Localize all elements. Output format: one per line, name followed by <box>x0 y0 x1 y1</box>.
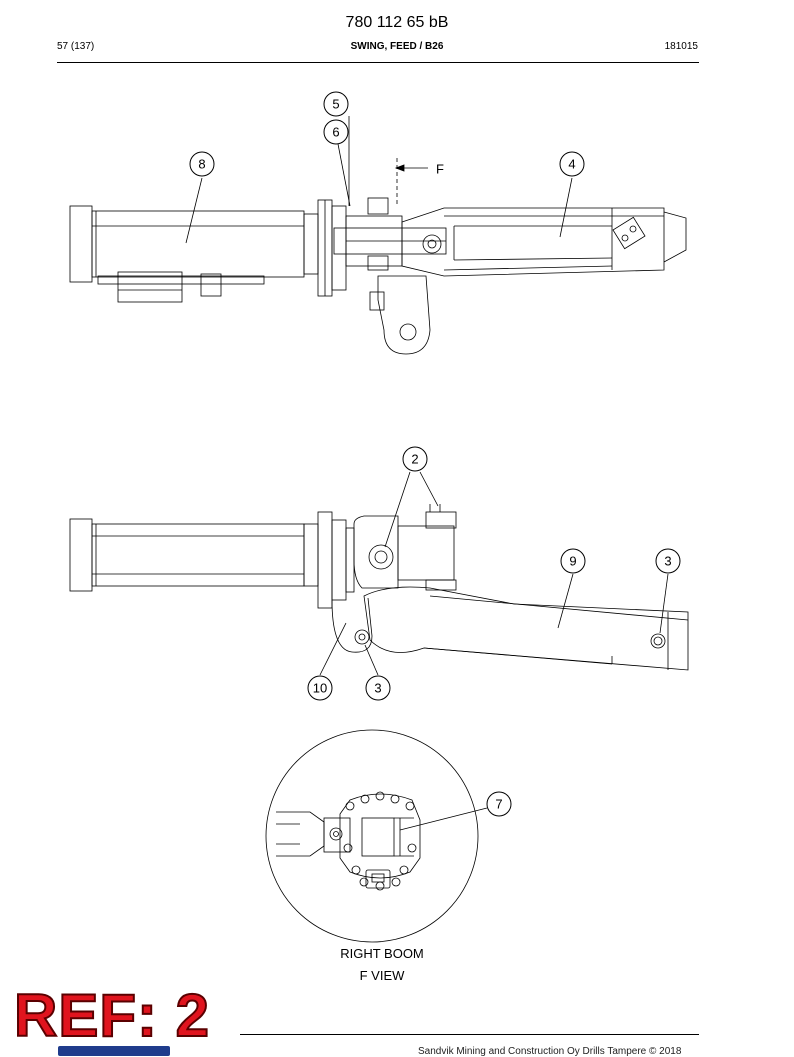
footer-rule <box>240 1034 699 1035</box>
boom-beam-side <box>363 586 689 671</box>
company-logo <box>58 1046 170 1056</box>
svg-text:5: 5 <box>332 97 339 112</box>
callout-8: 8 <box>189 151 215 177</box>
boom-beam <box>401 207 665 277</box>
cylinder-end-cap <box>69 205 93 283</box>
copyright-text: Sandvik Mining and Construction Oy Drill… <box>418 1046 682 1057</box>
svg-text:9: 9 <box>569 554 576 569</box>
document-number: 780 112 65 bB <box>345 14 449 31</box>
boom-tip <box>663 211 687 263</box>
header-rule <box>57 62 699 63</box>
callout-3-right: 3 <box>655 548 681 574</box>
callout-6: 6 <box>323 119 349 145</box>
mounting-bracket <box>377 275 431 355</box>
detail-caption-line2: F VIEW <box>359 968 405 983</box>
callout-2: 2 <box>402 446 428 472</box>
callout-10: 10 <box>307 675 333 701</box>
direction-label-f: F <box>436 162 444 177</box>
cylinder-body-side <box>91 523 305 587</box>
cylinder-body <box>91 210 305 278</box>
callout-7: 7 <box>486 791 512 817</box>
svg-text:10: 10 <box>313 681 327 696</box>
svg-text:7: 7 <box>495 797 502 812</box>
svg-text:3: 3 <box>664 554 671 569</box>
svg-text:4: 4 <box>568 157 575 172</box>
base-bracket <box>331 597 373 653</box>
svg-text:6: 6 <box>332 125 339 140</box>
valve-block <box>117 271 183 303</box>
detail-circle <box>265 729 479 943</box>
callout-9: 9 <box>560 548 586 574</box>
date-code: 181015 <box>664 41 698 52</box>
callout-4: 4 <box>559 151 585 177</box>
side-view <box>69 471 689 676</box>
ref-stamp: REF: 2 <box>13 982 211 1049</box>
detail-caption-line1: RIGHT BOOM <box>340 946 424 961</box>
rotation-housing <box>339 793 421 879</box>
section-title: SWING, FEED / B26 <box>350 41 444 52</box>
cylinder-end-cap-side <box>69 518 93 592</box>
svg-text:2: 2 <box>411 452 418 467</box>
top-view <box>69 116 687 355</box>
callout-3-bottom: 3 <box>365 675 391 701</box>
joint-housing <box>353 515 399 589</box>
svg-text:8: 8 <box>198 157 205 172</box>
page-number: 57 (137) <box>57 41 95 52</box>
detail-view <box>265 729 488 943</box>
svg-text:3: 3 <box>374 681 381 696</box>
callout-5: 5 <box>323 91 349 117</box>
